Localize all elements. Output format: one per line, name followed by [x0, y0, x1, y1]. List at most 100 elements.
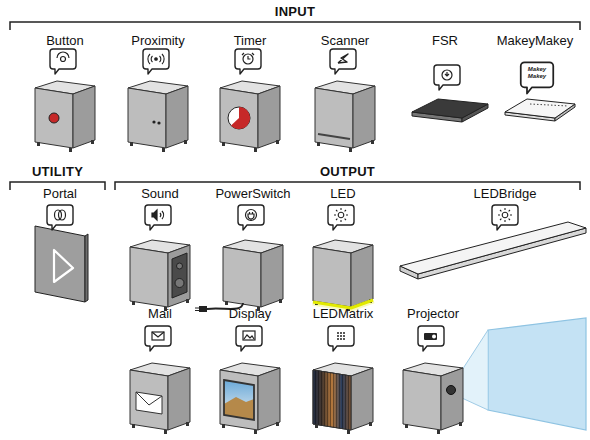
- bubble: [521, 62, 554, 93]
- proximity-icon: [148, 54, 164, 64]
- icon-part: [343, 338, 345, 340]
- group-band: OUTPUTSoundPowerSwitchLEDLEDBridgeMailDi…: [115, 164, 580, 436]
- icon-part: [243, 54, 253, 64]
- cube: [315, 81, 375, 152]
- icon-part: [160, 211, 164, 219]
- cube: [220, 363, 280, 434]
- device-name: LED: [293, 186, 393, 201]
- plug-pin: [195, 310, 199, 311]
- icon-part: [152, 332, 164, 337]
- device-node: PowerSwitch: [203, 186, 303, 201]
- icon-part: [502, 212, 508, 218]
- device-node: MakeyMakey: [485, 33, 585, 48]
- icon-part: [61, 57, 66, 62]
- group-heading: UTILITY: [10, 164, 105, 180]
- device-name: Scanner: [295, 33, 395, 48]
- cube: [35, 81, 95, 152]
- device-node: FSR: [395, 33, 495, 48]
- timer-device: [220, 49, 280, 152]
- ledbridge-device: [400, 205, 586, 279]
- speaker-cone: [177, 263, 183, 269]
- device-node: LEDBridge: [455, 186, 555, 201]
- bubble: [47, 205, 73, 230]
- portal-icon: [55, 210, 66, 220]
- icon-part: [498, 208, 512, 222]
- bubble: [143, 49, 169, 74]
- icon-part: [243, 331, 255, 340]
- group-band: INPUTButtonProximityTimerScannerFSRMakey…: [10, 4, 580, 154]
- bubble: [145, 205, 171, 230]
- panel-edge: [85, 234, 88, 302]
- cube: [220, 81, 280, 152]
- portal-device: [35, 205, 88, 302]
- portal-triangle: [54, 250, 73, 282]
- projection-screen: [488, 318, 586, 430]
- bubble: [145, 326, 171, 351]
- display-device: [220, 326, 280, 434]
- speaker-icon: [152, 210, 164, 220]
- device-name: Display: [200, 306, 300, 321]
- group-band: UTILITYPortal: [10, 164, 105, 314]
- icon-part: [57, 52, 69, 58]
- clock-icon: [242, 53, 254, 64]
- device-name: Mail: [110, 306, 210, 321]
- sensor-eye: [157, 121, 160, 124]
- makeymakey-device: [505, 62, 575, 121]
- device-node: Button: [15, 33, 115, 48]
- icon-part: [337, 338, 339, 340]
- power-plug: [199, 306, 207, 312]
- device-node: Projector: [383, 306, 483, 321]
- scanner-slot: [318, 134, 350, 139]
- device-node: Proximity: [108, 33, 208, 48]
- device-node: Display: [200, 306, 300, 321]
- input-bracket: [10, 22, 580, 30]
- icon-part: [248, 212, 254, 221]
- projector-icon: [424, 333, 437, 340]
- bubble: [434, 65, 460, 90]
- icon-part: [445, 72, 449, 76]
- device-name: FSR: [395, 33, 495, 48]
- icon-part: [337, 335, 339, 337]
- screen-sky: [224, 380, 254, 420]
- projector-lens: [447, 386, 456, 395]
- cube: [130, 240, 190, 311]
- envelope: [136, 392, 162, 414]
- cube: [223, 240, 283, 311]
- device-name: Portal: [10, 186, 110, 201]
- projector-device: [403, 318, 586, 434]
- picture-icon: [243, 331, 255, 340]
- bubble: [418, 326, 444, 351]
- pressure-icon: [442, 70, 452, 80]
- envelope-flap: [136, 392, 162, 405]
- bubble: [235, 49, 261, 74]
- scan-icon: [338, 54, 348, 63]
- device-node: LED: [293, 186, 393, 201]
- powerswitch-device: [195, 205, 283, 312]
- icon-part: [148, 54, 164, 64]
- speaker-cone: [175, 279, 184, 288]
- device-name: Button: [15, 33, 115, 48]
- screen-frame: [224, 380, 254, 420]
- mail-icon: [152, 332, 164, 340]
- device-node: Mail: [110, 306, 210, 321]
- light-icon: [334, 208, 348, 222]
- cube: [313, 363, 373, 434]
- cube: [128, 81, 188, 152]
- icon-part: [155, 58, 158, 61]
- icon-part: [246, 210, 257, 221]
- mail-device: [130, 326, 190, 434]
- matrix-face: [313, 370, 351, 430]
- device-node: Timer: [200, 33, 300, 48]
- icon-part: [152, 332, 164, 340]
- led-device: [313, 205, 373, 311]
- cube: [130, 363, 190, 434]
- bubble: [330, 49, 356, 74]
- speaker-grille: [172, 253, 187, 298]
- device-name: LEDBridge: [455, 186, 555, 201]
- plug-pin: [195, 308, 199, 309]
- device-name: MakeyMakey: [485, 33, 585, 48]
- sound-device: [130, 205, 190, 311]
- timer-dial: [228, 107, 250, 129]
